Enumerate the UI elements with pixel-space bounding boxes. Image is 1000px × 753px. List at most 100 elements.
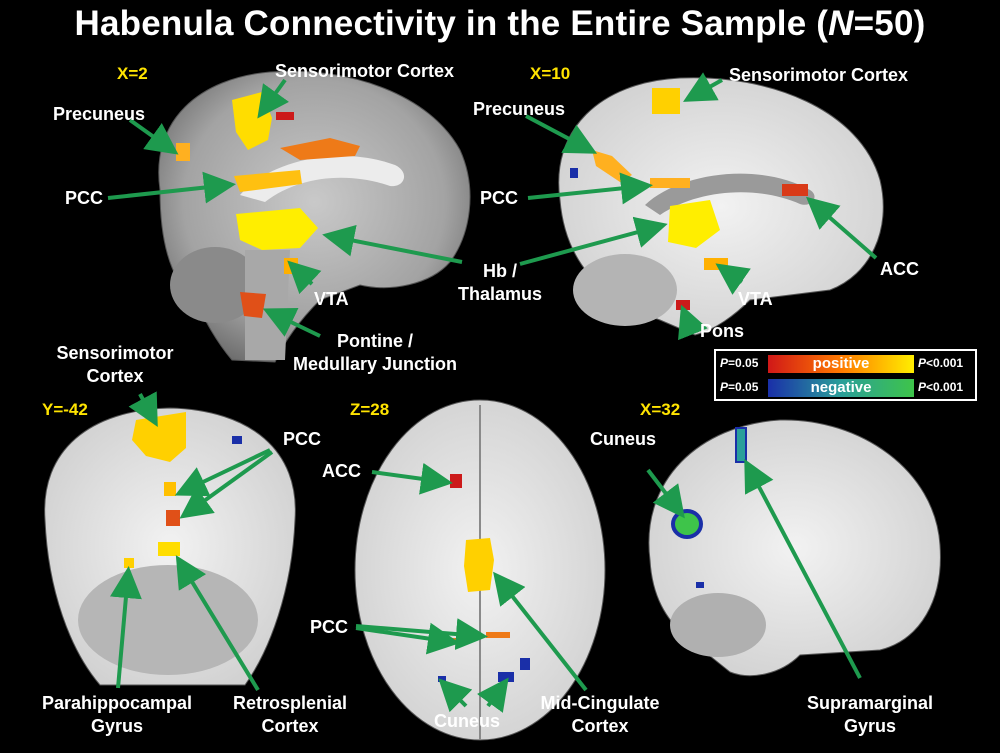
panel-sagittal-x2 xyxy=(107,70,471,363)
legend-negative-bar: negative xyxy=(768,379,914,397)
legend-negative-low: P=0.05 xyxy=(720,380,759,394)
arrow-hb-x10 xyxy=(519,216,668,266)
panel-sagittal-x10 xyxy=(519,72,884,341)
arrow-sensorimotor-y42 xyxy=(128,391,158,428)
label-precuneus-x10: Precuneus xyxy=(473,99,566,119)
activation-parahippo-y42 xyxy=(124,558,134,568)
activation-cuneus-r2-z28 xyxy=(520,658,530,670)
coord-z28: Z=28 xyxy=(350,400,390,419)
coord-x2: X=2 xyxy=(117,64,148,83)
arrow-acc-z28 xyxy=(371,462,453,495)
activation-acc-x10 xyxy=(782,184,808,196)
label-pcc-y42: PCC xyxy=(283,429,322,449)
arrow-vta-x10 xyxy=(715,263,751,295)
label-parahippo-line1: Parahippocampal xyxy=(41,693,193,713)
color-legend: P=0.05 positive P<0.001 P=0.05 negative … xyxy=(714,349,977,401)
arrow-cuneus-right-z28 xyxy=(476,677,509,713)
label-hb-thalamus: Hb / Thalamus xyxy=(445,260,555,306)
label-pons-x10: Pons xyxy=(700,321,745,341)
label-pcc-x10: PCC xyxy=(480,188,519,208)
activation-pcc2-z28 xyxy=(452,638,460,644)
label-cuneus-x32: Cuneus xyxy=(590,429,657,449)
label-supramarginal-x32: Supramarginal Gyrus xyxy=(800,692,940,738)
activation-pcc-x2 xyxy=(234,170,302,192)
activation-neg-x10 xyxy=(570,168,578,178)
arrow-pons-x10 xyxy=(678,304,708,341)
arrow-precuneus-x2 xyxy=(128,118,179,155)
label-midcingulate-z28: Mid-Cingulate Cortex xyxy=(535,692,665,738)
label-retrosplenial-line2: Cortex xyxy=(261,716,319,736)
activation-midline-x2 xyxy=(280,138,360,160)
title-n-value: =50) xyxy=(853,4,926,43)
activation-midcingulate-z28 xyxy=(464,538,494,592)
label-hb-line1: Hb / xyxy=(483,261,517,281)
arrow-hb-x2 xyxy=(322,224,463,264)
arrow-acc-x10 xyxy=(805,196,878,260)
panel-sagittal-x32 xyxy=(646,419,941,679)
arrow-cuneus-x32 xyxy=(646,468,685,519)
legend-row-positive: P=0.05 positive P<0.001 xyxy=(716,352,975,376)
coord-x10: X=10 xyxy=(530,64,571,83)
panel-coronal-y42 xyxy=(44,391,296,692)
cerebellum-x10 xyxy=(573,254,677,326)
activation-cuneus-x32 xyxy=(671,509,703,539)
title-text: Habenula Connectivity in the Entire Samp… xyxy=(74,4,829,43)
cerebellum-x2 xyxy=(170,247,260,323)
label-vta-x2: VTA xyxy=(314,289,349,309)
label-midcingulate-line2: Cortex xyxy=(571,716,629,736)
label-sensorimotor-x10: Sensorimotor Cortex xyxy=(729,65,909,85)
activation-pcc2-y42 xyxy=(166,510,180,526)
coord-y42: Y=-42 xyxy=(42,400,88,419)
activation-thalamus-x10 xyxy=(668,200,720,248)
panel-axial-z28 xyxy=(354,399,606,741)
label-parahippo-y42: Parahippocampal Gyrus xyxy=(22,692,212,738)
label-sensorimotor-y42: Sensorimotor Cortex xyxy=(40,342,190,388)
title-n-symbol: N xyxy=(828,4,854,43)
activation-pontine-x2 xyxy=(240,292,266,318)
label-pontine-line2: Medullary Junction xyxy=(292,354,458,374)
activation-cuneus-right-z28 xyxy=(498,672,514,682)
activation-pcc-z28 xyxy=(486,632,510,638)
label-pcc-z28: PCC xyxy=(310,617,349,637)
label-sensorimotor-y42-line2: Cortex xyxy=(86,366,144,386)
arrow-supramarginal-x32 xyxy=(744,458,862,679)
arrow-precuneus-x10 xyxy=(525,114,598,154)
activation-pcc1-y42 xyxy=(164,482,176,496)
label-sensorimotor-y42-line1: Sensorimotor xyxy=(56,343,174,363)
activation-neg2-x32 xyxy=(696,582,704,588)
coord-x32: X=32 xyxy=(640,400,681,419)
arrow-vta-x2 xyxy=(287,260,322,295)
legend-positive-low: P=0.05 xyxy=(720,356,759,370)
label-pontine-x2: Pontine / Medullary Junction xyxy=(275,330,475,376)
label-supramarginal-line2: Gyrus xyxy=(843,716,897,736)
activation-sensorimotor-x10 xyxy=(652,88,680,114)
label-retrosplenial-line1: Retrosplenial xyxy=(232,693,348,713)
legend-positive-bar: positive xyxy=(768,355,914,373)
activation-acc-z28 xyxy=(450,474,462,488)
activation-precuneus-x2 xyxy=(176,143,190,161)
label-retrosplenial-y42: Retrosplenial Cortex xyxy=(225,692,355,738)
activation-thalamus-x2 xyxy=(236,208,318,250)
label-parahippo-line2: Gyrus xyxy=(90,716,144,736)
label-pontine-line1: Pontine / xyxy=(337,331,413,351)
label-acc-z28: ACC xyxy=(322,461,361,481)
arrow-sensorimotor-x10 xyxy=(683,72,723,102)
legend-row-negative: P=0.05 negative P<0.001 xyxy=(716,376,975,400)
activation-spot-x2 xyxy=(276,112,294,120)
label-supramarginal-line1: Supramarginal xyxy=(806,693,934,713)
legend-positive-high: P<0.001 xyxy=(918,356,964,370)
label-midcingulate-line1: Mid-Cingulate xyxy=(540,693,660,713)
arrow-cuneus-left-z28 xyxy=(438,678,473,713)
activation-pons-x10 xyxy=(676,300,690,310)
arrow-midcingulate-z28 xyxy=(493,571,588,692)
legend-negative-high: P<0.001 xyxy=(918,380,964,394)
arrow-parahippo-y42 xyxy=(109,566,142,689)
arrow-pcc2-z28 xyxy=(355,622,460,655)
activation-cuneus-left-z28 xyxy=(438,676,446,682)
label-precuneus-x2: Precuneus xyxy=(53,104,146,124)
label-vta-x10: VTA xyxy=(738,289,773,309)
activation-neg-y42 xyxy=(232,436,242,444)
arrow-pcc-x10 xyxy=(527,172,653,205)
